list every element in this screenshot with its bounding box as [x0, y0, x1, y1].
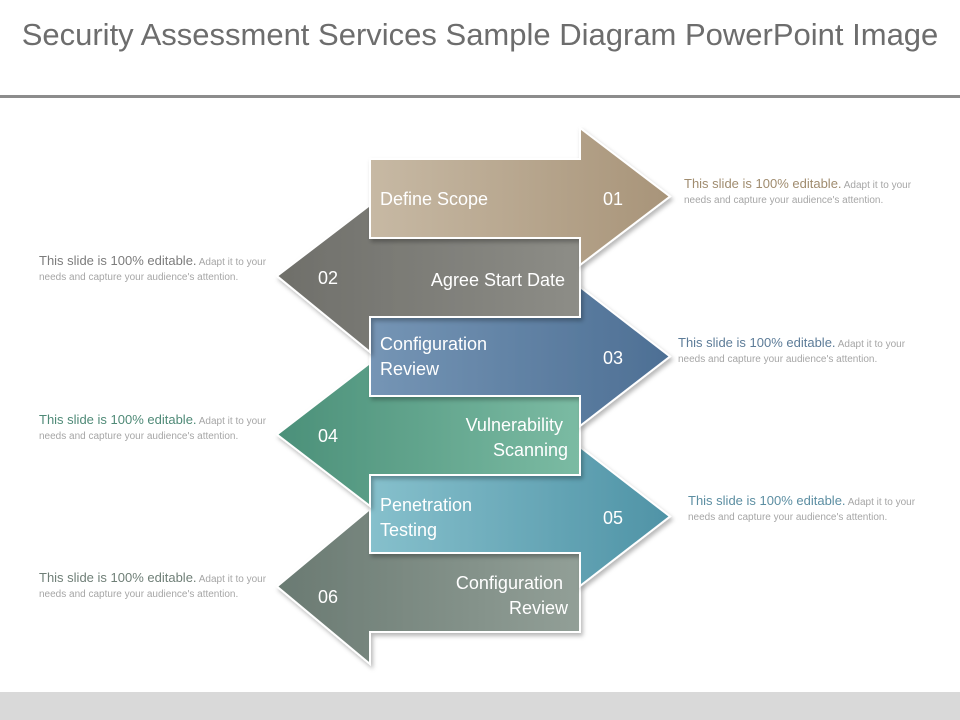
- note-step-06: This slide is 100% editable. Adapt it to…: [39, 570, 274, 602]
- note-lead: This slide is 100% editable.: [39, 253, 197, 268]
- step-06-label: Configuration Review: [456, 573, 569, 618]
- note-lead: This slide is 100% editable.: [678, 335, 836, 350]
- step-06-number: 06: [318, 587, 338, 607]
- note-lead: This slide is 100% editable.: [684, 176, 842, 191]
- step-01-number: 01: [603, 189, 623, 209]
- step-05-label-line-2: Testing: [380, 520, 437, 540]
- step-06-label-line-1: Configuration: [456, 573, 563, 593]
- slide-title: Security Assessment Services Sample Diag…: [21, 17, 939, 52]
- step-05-label-line-1: Penetration: [380, 495, 472, 515]
- step-03-label-line-2: Review: [380, 359, 440, 379]
- step-04-label-line-1: Vulnerability: [466, 415, 563, 435]
- footer-bar: [0, 692, 960, 720]
- note-step-04: This slide is 100% editable. Adapt it to…: [39, 412, 274, 444]
- step-04-number: 04: [318, 426, 338, 446]
- note-body: Adapt it to your needs and capture your …: [39, 416, 267, 442]
- title-divider: [0, 95, 960, 98]
- step-06-label-line-2: Review: [509, 598, 569, 618]
- step-02-number: 02: [318, 268, 338, 288]
- note-step-02: This slide is 100% editable. Adapt it to…: [39, 253, 274, 285]
- step-05-number: 05: [603, 508, 623, 528]
- step-03-label-line-1: Configuration: [380, 334, 487, 354]
- note-lead: This slide is 100% editable.: [688, 493, 846, 508]
- note-step-01: This slide is 100% editable. Adapt it to…: [684, 176, 916, 208]
- note-body: Adapt it to your needs and capture your …: [39, 574, 267, 600]
- note-step-03: This slide is 100% editable. Adapt it to…: [678, 335, 916, 367]
- arrow-step-01: [369, 125, 672, 268]
- step-04-label: Vulnerability Scanning: [466, 415, 568, 460]
- note-step-05: This slide is 100% editable. Adapt it to…: [688, 493, 926, 525]
- step-04-label-line-2: Scanning: [493, 440, 568, 460]
- note-body: Adapt it to your needs and capture your …: [688, 497, 916, 523]
- note-lead: This slide is 100% editable.: [39, 412, 197, 427]
- step-01-label: Define Scope: [380, 189, 488, 209]
- step-03-number: 03: [603, 348, 623, 368]
- step-03-label: Configuration Review: [380, 334, 492, 379]
- step-02-label: Agree Start Date: [431, 270, 565, 290]
- note-lead: This slide is 100% editable.: [39, 570, 197, 585]
- note-body: Adapt it to your needs and capture your …: [684, 180, 912, 206]
- note-body: Adapt it to your needs and capture your …: [39, 257, 267, 283]
- step-05-label: Penetration Testing: [380, 495, 477, 540]
- note-body: Adapt it to your needs and capture your …: [678, 339, 906, 365]
